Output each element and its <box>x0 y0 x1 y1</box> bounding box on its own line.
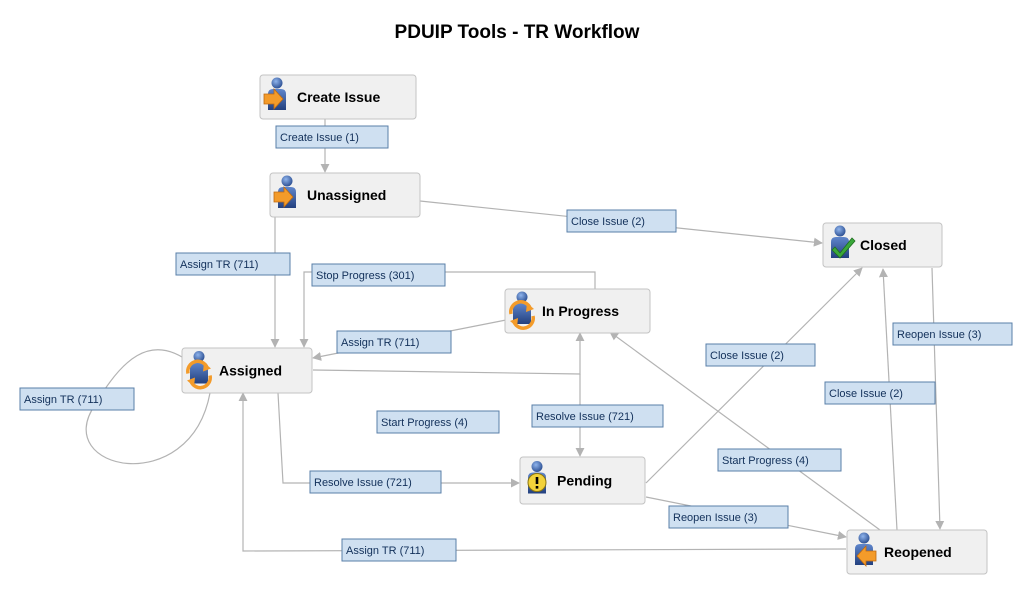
person-arrow-in-icon <box>273 175 296 209</box>
edge-label-create-issue-to-unassigned[interactable]: Create Issue (1) <box>275 125 389 149</box>
edge-closed-to-reopened <box>931 267 945 530</box>
node-create-issue[interactable]: Create Issue <box>259 74 417 120</box>
edge-label-text: Stop Progress (301) <box>316 270 414 282</box>
edge-label-reopened-to-closed[interactable]: Close Issue (2) <box>824 381 936 405</box>
edge-label-pending-to-closed[interactable]: Close Issue (2) <box>705 343 816 367</box>
diagram-title: PDUIP Tools - TR Workflow <box>394 22 640 43</box>
edge-in-progress-to-assigned <box>299 271 596 348</box>
edge-label-box <box>309 470 442 494</box>
edge-label-reopened-to-assigned[interactable]: Assign TR (711) <box>341 538 457 562</box>
person-cycle-icon <box>509 291 535 330</box>
node-box <box>259 74 417 120</box>
edge-label-text: Resolve Issue (721) <box>314 477 412 489</box>
node-box <box>846 529 988 575</box>
person-check-icon <box>831 225 856 259</box>
person-arrow-back-icon <box>855 532 877 568</box>
edge-label-text: Create Issue (1) <box>280 132 359 144</box>
node-box <box>519 456 646 505</box>
node-box <box>504 288 651 334</box>
node-label: In Progress <box>542 303 619 319</box>
edge-label-text: Start Progress (4) <box>381 417 468 429</box>
node-in-progress[interactable]: In Progress <box>504 288 651 334</box>
edge-label-box <box>341 538 457 562</box>
edge-label-box <box>175 252 291 276</box>
edge-label-unassigned-to-closed[interactable]: Close Issue (2) <box>566 209 677 233</box>
edge-label-text: Reopen Issue (3) <box>897 329 981 341</box>
edge-label-in-progress-to-assigned[interactable]: Stop Progress (301) <box>311 263 446 287</box>
edge-label-box <box>668 505 789 529</box>
edge-label-unassigned-to-assigned[interactable]: Assign TR (711) <box>175 252 291 276</box>
node-unassigned[interactable]: Unassigned <box>269 172 421 218</box>
node-reopened[interactable]: Reopened <box>846 529 988 575</box>
edge-pending-to-closed <box>645 267 863 484</box>
edge-label-in-progress-to-assigned[interactable]: Assign TR (711) <box>336 330 452 354</box>
edge-label-box <box>824 381 936 405</box>
edge-label-box <box>531 404 664 428</box>
edge-label-closed-to-reopened[interactable]: Reopen Issue (3) <box>892 322 1013 346</box>
edge-assigned-to-pending <box>277 392 520 488</box>
edge-reopened-to-in-progress <box>609 331 881 531</box>
edge-label-box <box>566 209 677 233</box>
node-box <box>822 222 943 268</box>
node-assigned[interactable]: Assigned <box>181 347 313 394</box>
node-label: Reopened <box>884 544 952 560</box>
node-label: Assigned <box>219 363 282 379</box>
node-box <box>269 172 421 218</box>
edge-label-text: Start Progress (4) <box>722 455 809 467</box>
node-label: Closed <box>860 237 907 253</box>
edge-label-text: Assign TR (711) <box>24 394 102 406</box>
edge-label-assigned-to-assigned[interactable]: Assign TR (711) <box>19 387 135 411</box>
edge-label-box <box>275 125 389 149</box>
node-box <box>181 347 313 394</box>
edge-label-text: Assign TR (711) <box>180 259 258 271</box>
edge-label-assigned-to-in-progress[interactable]: Start Progress (4) <box>376 410 500 434</box>
node-label: Pending <box>557 473 612 489</box>
person-arrow-in-icon <box>263 77 286 111</box>
edge-label-box <box>311 263 446 287</box>
edge-label-assigned-to-pending[interactable]: Resolve Issue (721) <box>309 470 442 494</box>
edge-reopened-to-assigned <box>238 392 847 552</box>
node-pending[interactable]: Pending <box>519 456 646 505</box>
edge-label-text: Assign TR (711) <box>341 337 419 349</box>
edge-label-pending-to-reopened[interactable]: Reopen Issue (3) <box>668 505 789 529</box>
edge-label-box <box>717 448 842 472</box>
node-closed[interactable]: Closed <box>822 222 943 268</box>
edge-label-in-progress-to-pending[interactable]: Resolve Issue (721) <box>531 404 664 428</box>
edge-label-text: Close Issue (2) <box>710 350 784 362</box>
edge-label-reopened-to-in-progress[interactable]: Start Progress (4) <box>717 448 842 472</box>
edge-label-text: Close Issue (2) <box>829 388 903 400</box>
edge-label-text: Close Issue (2) <box>571 216 645 228</box>
edge-label-box <box>376 410 500 434</box>
person-cycle-icon <box>186 351 212 390</box>
edge-label-text: Resolve Issue (721) <box>536 411 634 423</box>
edge-label-text: Assign TR (711) <box>346 545 424 557</box>
node-label: Unassigned <box>307 187 386 203</box>
node-label: Create Issue <box>297 89 380 105</box>
person-warning-icon <box>527 461 547 494</box>
edge-label-box <box>19 387 135 411</box>
edge-label-text: Reopen Issue (3) <box>673 512 757 524</box>
edge-label-box <box>336 330 452 354</box>
edge-label-box <box>892 322 1013 346</box>
edge-label-box <box>705 343 816 367</box>
edge-assigned-to-assigned <box>85 349 211 465</box>
